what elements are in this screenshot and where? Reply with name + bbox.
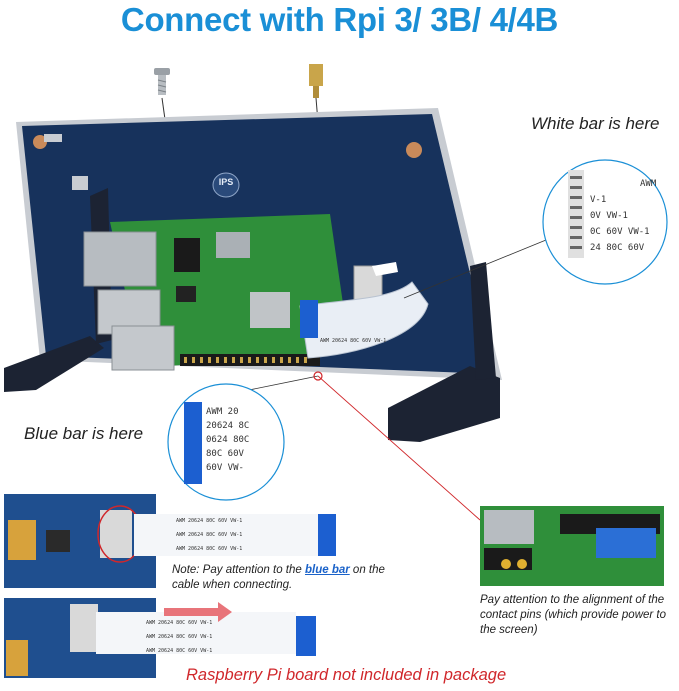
white-zoom-line-3: 0V VW-1	[590, 211, 628, 221]
cable-note-bold: blue bar	[304, 564, 350, 576]
white-zoom-line-4: 0C 60V VW-1	[590, 227, 650, 237]
cable-print-bottom-1: AWM 20624 80C 60V VW-1	[146, 620, 212, 626]
blue-bar-label: Blue bar is here	[24, 424, 144, 443]
white-zoom-line-1: AWM	[640, 179, 657, 189]
connection-photo-bottom	[4, 598, 316, 678]
blue-zoom-line-1: AWM 20	[206, 407, 239, 417]
blue-zoom-line-3: 0624 80C	[206, 435, 249, 445]
pins-photo	[480, 506, 664, 586]
cable-note-prefix: Note: Pay attention to the	[172, 564, 302, 576]
page-title: Connect with Rpi 3/ 3B/ 4/4B	[120, 1, 559, 38]
blue-bar-zoom	[167, 383, 285, 501]
cable-print-top-2: AWM 20624 80C 60V VW-1	[176, 532, 242, 538]
cable-print-top-3: AWM 20624 80C 60V VW-1	[176, 546, 242, 552]
cable-print-top-1: AWM 20624 80C 60V VW-1	[176, 518, 242, 524]
screw-icon	[154, 68, 170, 95]
ribbon-cable: AWM 20624 80C 60V VW-1	[299, 281, 429, 359]
cable-note: Note: Pay attention to the blue bar on t…	[172, 563, 412, 593]
white-bar-zoom	[542, 159, 668, 285]
blue-zoom-line-5: 60V VW-	[206, 463, 244, 473]
ips-badge: IPS	[218, 177, 234, 187]
pins-note: Pay attention to the alignment of the co…	[480, 594, 667, 636]
cable-note-suffix: on the cable when connecting.	[172, 564, 385, 591]
cable-print-bottom-3: AWM 20624 80C 60V VW-1	[146, 648, 212, 654]
white-zoom-line-5: 24 80C 60V	[590, 243, 645, 253]
white-bar-label: White bar is here	[531, 114, 660, 133]
white-zoom-line-2: V-1	[590, 195, 606, 205]
standoff-icon	[309, 64, 323, 98]
blue-zoom-line-4: 80C 60V	[206, 449, 245, 459]
raspberry-pi-board	[83, 214, 350, 371]
blue-zoom-line-2: 20624 8C	[206, 421, 249, 431]
cable-print: AWM 20624 80C 60V VW-1	[320, 338, 386, 344]
disclaimer: Raspberry Pi board not included in packa…	[186, 666, 507, 684]
connection-photo-top	[4, 494, 336, 588]
cable-print-bottom-2: AWM 20624 80C 60V VW-1	[146, 634, 212, 640]
